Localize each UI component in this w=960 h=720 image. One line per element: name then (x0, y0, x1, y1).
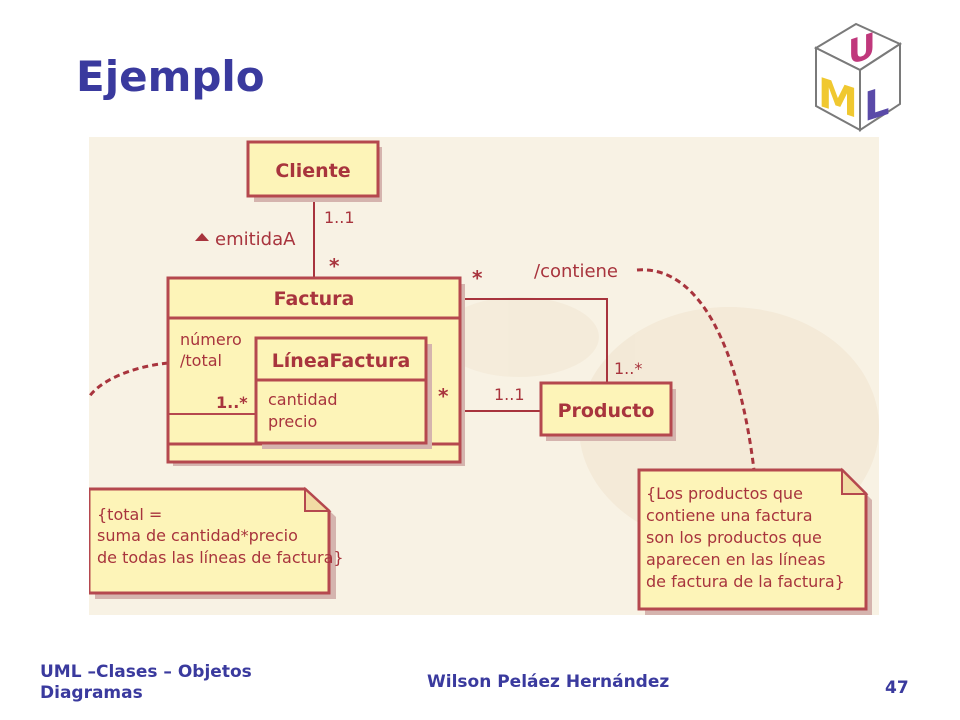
uml-logo-cube (813, 22, 903, 132)
footer-author: Wilson Peláez Hernández (427, 672, 670, 692)
note-productos-line-1: {Los productos que (646, 484, 803, 503)
mult-linea-composition: 1..* (216, 393, 248, 412)
direction-triangle-icon (195, 233, 209, 241)
mult-producto-linea: 1..1 (494, 385, 525, 404)
uml-class-diagram: Cliente Factura número /total LíneaFactu… (89, 137, 879, 615)
note-anchor-total (89, 361, 169, 398)
note-productos-line-5: de factura de la factura} (646, 572, 845, 591)
assoc-contiene-label: /contiene (534, 261, 618, 282)
logo-letter-l: L (864, 76, 889, 131)
class-lineafactura-attr-precio: precio (268, 412, 317, 431)
class-producto: Producto (539, 381, 676, 441)
class-factura-name: Factura (274, 288, 355, 310)
note-anchor-contiene (636, 268, 756, 471)
class-lineafactura: LíneaFactura cantidad precio (254, 336, 432, 449)
class-lineafactura-attr-cantidad: cantidad (268, 390, 338, 409)
mult-factura-contiene: * (472, 266, 483, 290)
mult-factura-emitida: * (329, 254, 340, 278)
note-productos-line-3: son los productos que (646, 528, 822, 547)
logo-letter-u: U (848, 26, 876, 74)
note-productos-line-4: aparecen en las líneas (646, 550, 825, 569)
footer-page-number: 47 (885, 678, 909, 698)
note-total-line-3: de todas las líneas de factura} (97, 548, 344, 567)
class-factura-attr-total: /total (180, 351, 222, 370)
note-productos: {Los productos que contiene una factura … (637, 467, 872, 615)
note-total-line-1: {total = (97, 505, 162, 524)
assoc-contiene (462, 298, 608, 382)
class-cliente-name: Cliente (275, 160, 350, 182)
slide-title: Ejemplo (76, 52, 265, 101)
assoc-emitida-label: emitidaA (215, 229, 296, 250)
class-producto-name: Producto (558, 400, 655, 422)
class-factura-attr-numero: número (180, 330, 242, 349)
mult-linea-producto: * (438, 384, 449, 408)
class-cliente: Cliente (246, 140, 382, 202)
footer-course-title: UML –Clases – Objetos Diagramas (40, 662, 252, 703)
class-lineafactura-name: LíneaFactura (272, 350, 411, 372)
mult-producto-contiene: 1..* (614, 359, 642, 378)
uml-logo: U M L (813, 22, 903, 132)
note-total-line-2: suma de cantidad*precio (97, 526, 298, 545)
note-productos-line-2: contiene una factura (646, 506, 813, 525)
note-total: {total = suma de cantidad*precio de toda… (89, 486, 344, 599)
mult-cliente: 1..1 (324, 208, 355, 227)
